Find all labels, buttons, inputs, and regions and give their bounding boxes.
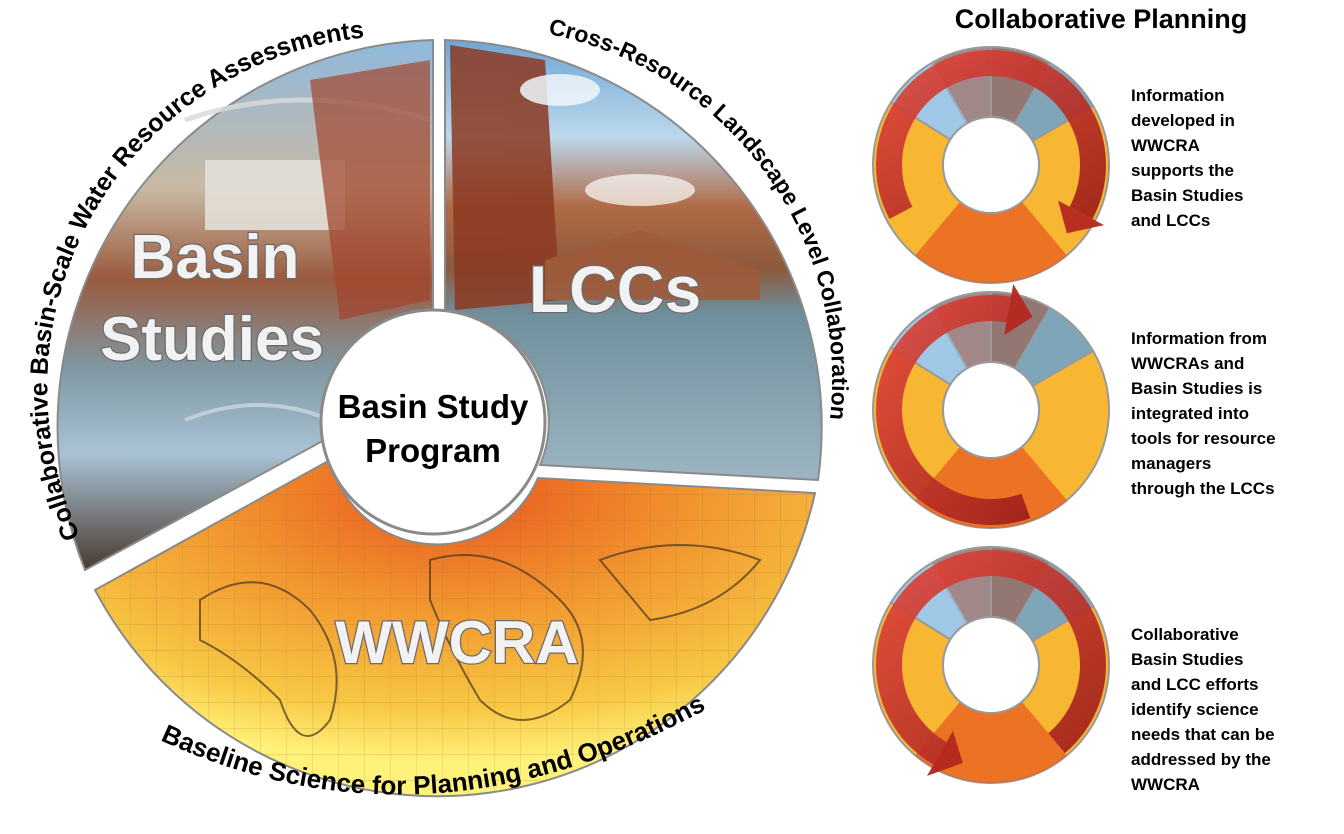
center-label-line1: Basin Study: [338, 388, 529, 425]
dam-illustration: [184, 60, 431, 422]
wwcra-label: WWCRA: [335, 609, 578, 676]
segment-labels: Basin Study Program Basin Studies LCCs W…: [99, 222, 703, 678]
mini-map-hot: [915, 201, 1067, 283]
mini-wheel-1: [872, 45, 1110, 284]
main-wheel: [56, 38, 823, 798]
mini-hub: [942, 361, 1040, 459]
center-hub: [319, 308, 547, 536]
canyon-illustration: [450, 45, 760, 310]
mini-wheels: [872, 45, 1110, 784]
mini-hub: [942, 616, 1040, 714]
mini-arrow-spread: [876, 50, 1106, 234]
side-title: Collaborative Planning: [955, 4, 1248, 34]
lccs-label: LCCs: [529, 252, 701, 326]
mini-hub: [942, 116, 1040, 214]
center-label-line2: Program: [365, 432, 501, 469]
basin-label-line2: Studies: [100, 305, 324, 374]
panel-1-text: Information developed in WWCRA supports …: [1131, 86, 1248, 230]
mini-arrow-to-lccs: [876, 283, 1033, 525]
panel-3-text: Collaborative Basin Studies and LCC effo…: [1131, 625, 1279, 794]
mini-arrow-to-wwcra: [876, 550, 1106, 776]
panel-2-text: Information from WWCRAs and Basin Studie…: [1131, 329, 1280, 498]
basin-label-line1: Basin: [131, 223, 300, 292]
mini-wheel-3: [872, 545, 1110, 784]
world-map-illustration: [199, 544, 762, 737]
mini-wheel-2: [872, 283, 1110, 529]
